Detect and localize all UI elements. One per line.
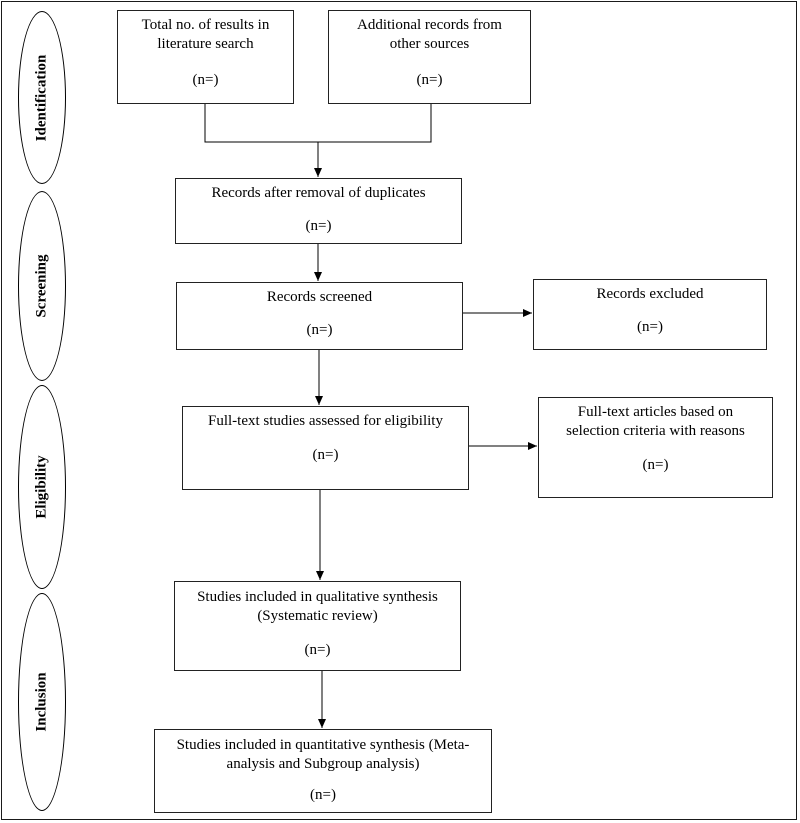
additional-records-line2: other sources (389, 36, 470, 52)
full-text-excluded-line1: Full-text articles based on (577, 404, 734, 420)
qualitative-line2: (Systematic review) (257, 608, 378, 624)
total-results-line2: literature search (157, 36, 254, 52)
additional-records-count: (n=) (416, 72, 443, 88)
quantitative-count: (n=) (310, 787, 336, 803)
quantitative-line1: Studies included in quantitative synthes… (176, 737, 470, 753)
records-screened-count: (n=) (306, 322, 333, 338)
quantitative-line2: analysis and Subgroup analysis) (226, 756, 420, 772)
qualitative-count: (n=) (304, 642, 331, 658)
box-full-text-assessed: Full-text studies assessed for eligibili… (182, 406, 469, 490)
box-additional-records: Additional records from other sources (n… (328, 10, 531, 104)
phase-screening: Screening (18, 191, 66, 381)
box-total-results: Total no. of results in literature searc… (117, 10, 294, 104)
full-text-excluded-count: (n=) (642, 457, 669, 473)
records-screened-label: Records screened (266, 289, 373, 305)
after-duplicates-label: Records after removal of duplicates (211, 185, 426, 201)
phase-identification: Identification (18, 11, 66, 184)
box-full-text-excluded: Full-text articles based on selection cr… (538, 397, 773, 498)
phase-eligibility: Eligibility (18, 385, 66, 589)
full-text-excluded-line2: selection criteria with reasons (566, 423, 745, 439)
full-text-assessed-label: Full-text studies assessed for eligibili… (208, 413, 443, 429)
records-excluded-label: Records excluded (596, 286, 704, 302)
box-records-excluded: Records excluded (n=) (533, 279, 767, 350)
qualitative-line1: Studies included in qualitative synthesi… (197, 589, 438, 605)
box-qualitative-synthesis: Studies included in qualitative synthesi… (174, 581, 461, 671)
additional-records-line1: Additional records from (357, 17, 502, 33)
phase-inclusion: Inclusion (18, 593, 66, 811)
full-text-assessed-count: (n=) (312, 447, 339, 463)
after-duplicates-count: (n=) (305, 218, 332, 234)
records-excluded-count: (n=) (637, 319, 663, 335)
box-records-screened: Records screened (n=) (176, 282, 463, 350)
total-results-count: (n=) (192, 72, 219, 88)
box-after-duplicates: Records after removal of duplicates (n=) (175, 178, 462, 244)
box-quantitative-synthesis: Studies included in quantitative synthes… (154, 729, 492, 813)
total-results-line1: Total no. of results in (141, 17, 270, 33)
merge-connector (204, 103, 432, 143)
